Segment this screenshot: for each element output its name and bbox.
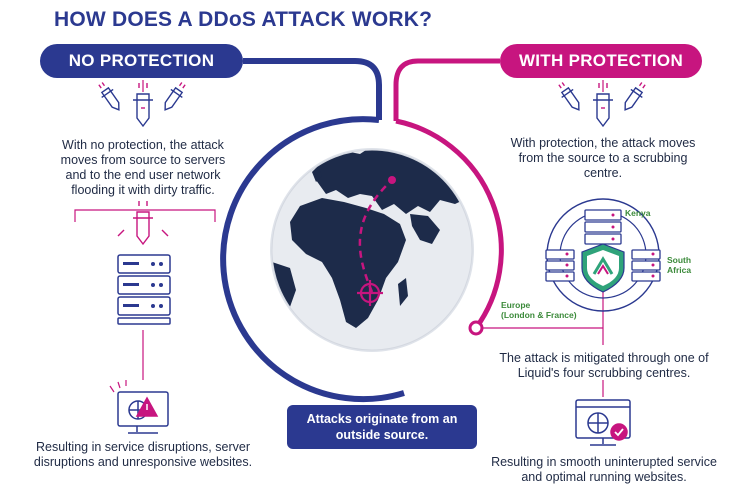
- missile-icon: [98, 82, 186, 128]
- location-europe-line1: Europe: [501, 300, 531, 310]
- location-europe-line2: (London & France): [501, 310, 577, 320]
- missile-icon: [558, 82, 646, 128]
- no-protection-result: Resulting in service disruptions, server…: [33, 440, 253, 469]
- no-protection-header: NO PROTECTION: [40, 44, 243, 78]
- location-south-africa-line1: South: [667, 255, 692, 265]
- crosshair-icon: [357, 280, 383, 306]
- mitigation-description: The attack is mitigated through one of L…: [499, 351, 709, 380]
- location-south-africa: South Africa: [667, 255, 691, 275]
- check-monitor-icon: [575, 399, 631, 446]
- attack-origin-callout: Attacks originate from an outside source…: [287, 405, 477, 449]
- location-europe: Europe (London & France): [501, 300, 577, 320]
- shield-server-icon: [545, 198, 661, 312]
- warning-monitor-icon: [109, 380, 169, 434]
- no-protection-description: With no protection, the attack moves fro…: [60, 138, 226, 197]
- with-protection-description: With protection, the attack moves from t…: [510, 136, 696, 180]
- globe-icon: [270, 148, 474, 352]
- missile-icon: [117, 201, 169, 246]
- with-protection-result: Resulting in smooth uninterupted service…: [491, 455, 717, 484]
- page-title: HOW DOES A DDoS ATTACK WORK?: [54, 8, 433, 31]
- server-rack-icon: [117, 254, 171, 325]
- with-protection-header: WITH PROTECTION: [500, 44, 702, 78]
- location-south-africa-line2: Africa: [667, 265, 692, 275]
- connector-lines: [74, 58, 604, 403]
- location-kenya: Kenya: [625, 208, 651, 218]
